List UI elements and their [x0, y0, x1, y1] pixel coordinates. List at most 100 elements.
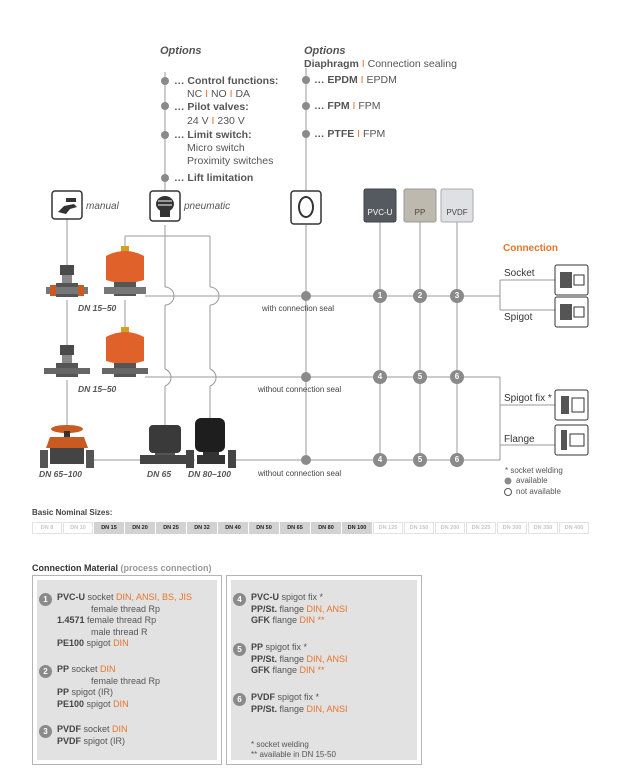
row3-num-5: 5 — [417, 455, 423, 464]
row1-seal-label: with connection seal — [262, 304, 335, 313]
size-cell: DN 225 — [466, 522, 496, 534]
size-cell: DN 15 — [94, 522, 124, 534]
material-line: PVDF spigot fix * — [251, 692, 320, 702]
pneumatic-valve-dn65-icon — [140, 425, 190, 464]
legend-note: * socket welding — [505, 466, 563, 475]
pneumatic-valve-dn80-100-icon — [186, 418, 236, 468]
manual-valve-row2-icon — [44, 345, 90, 377]
material-line: 1.4571 female thread Rp — [57, 615, 157, 626]
row1-dn-label: DN 15–50 — [78, 303, 117, 313]
pneumatic-actuator-icon — [149, 190, 181, 222]
material-pp-label: PP — [414, 208, 426, 217]
row3-num-6: 6 — [454, 455, 460, 464]
material-line: PVDF spigot (IR) — [57, 735, 126, 746]
option-fpm: … FPM I FPM — [314, 100, 381, 112]
material-line: male thread R — [91, 626, 148, 637]
material-group-number-left-2: 2 — [39, 665, 52, 678]
connection-socket-label: Socket — [504, 268, 535, 279]
option-limit-switch: … Limit switch: — [174, 129, 252, 141]
option-ptfe: … PTFE I FPM — [314, 128, 386, 140]
size-cell: DN 8 — [32, 522, 62, 534]
material-line: GFK flange DIN ** — [251, 615, 325, 626]
material-line: PP/St. flange DIN, ANSI — [251, 703, 348, 714]
material-line: PE100 spigot DIN — [57, 638, 129, 649]
spigot-fix-connection-icon — [554, 389, 589, 421]
material-line: GFK flange DIN ** — [251, 665, 325, 676]
pneumatic-label: pneumatic — [184, 201, 231, 212]
material-line: PP socket DIN — [57, 664, 116, 674]
option-control-functions: … Control functions: — [174, 75, 279, 87]
connection-spigot-fix-label: Spigot fix * — [504, 393, 552, 404]
size-cell: DN 50 — [249, 522, 279, 534]
material-line: female thread Rp — [91, 675, 161, 686]
size-cell: DN 40 — [218, 522, 248, 534]
material-line: PP spigot fix * — [251, 642, 308, 652]
legend-available-dot — [504, 477, 512, 485]
size-cell: DN 10 — [63, 522, 93, 534]
manual-valve-row3-icon — [40, 425, 94, 468]
material-group-number-left-3: 3 — [39, 725, 52, 738]
diaphragm-header: Diaphragm I Connection sealing — [304, 58, 457, 70]
size-cell: DN 400 — [559, 522, 589, 534]
row2-num-5: 5 — [417, 372, 423, 381]
option-pilot-valves-values: 24 V I 230 V — [187, 115, 245, 127]
size-cell: DN 25 — [156, 522, 186, 534]
selection-diagram — [40, 68, 589, 496]
row3-dn-mid-label: DN 65 — [147, 469, 172, 479]
material-group-number-left-1: 1 — [39, 593, 52, 606]
pneumatic-valve-row2-icon — [102, 327, 148, 377]
options-right-title: Options — [304, 45, 346, 57]
material-group-number-right-4: 4 — [233, 593, 246, 606]
connection-flange-label: Flange — [504, 434, 535, 445]
material-pvdf-label: PVDF — [446, 208, 468, 217]
material-pvcu-label: PVC-U — [367, 208, 393, 217]
material-note-2: ** available in DN 15-50 — [251, 750, 336, 759]
material-note-1: * socket welding — [251, 740, 309, 749]
manual-valve-row1-icon — [46, 265, 88, 297]
material-line: PP spigot (IR) — [57, 687, 114, 698]
sizes-title: Basic Nominal Sizes: — [32, 508, 113, 517]
size-cell: DN 125 — [373, 522, 403, 534]
option-lift-limitation: … Lift limitation — [174, 172, 254, 184]
row1-num-1: 1 — [377, 291, 383, 300]
size-cell: DN 80 — [311, 522, 341, 534]
option-control-functions-values: NC I NO I DA — [187, 88, 251, 100]
option-pilot-valves: … Pilot valves: — [174, 101, 249, 113]
row2-dn-label: DN 15–50 — [78, 384, 117, 394]
size-cell: DN 20 — [125, 522, 155, 534]
material-line: PVDF socket DIN — [57, 724, 128, 734]
connection-spigot-label: Spigot — [504, 312, 533, 323]
material-group-number-right-5: 5 — [233, 643, 246, 656]
size-cell: DN 350 — [528, 522, 558, 534]
material-box-pvcu-icon — [363, 188, 397, 223]
manual-label: manual — [86, 201, 119, 212]
material-group-number-right-6: 6 — [233, 693, 246, 706]
size-cell: DN 300 — [497, 522, 527, 534]
connection-material-title: Connection Material (process connection) — [32, 563, 212, 573]
legend-not-available-dot — [504, 488, 512, 496]
option-epdm: … EPDM I EPDM — [314, 74, 397, 86]
nominal-sizes-row: DN 8 DN 10 DN 15 DN 20 DN 25 DN 32 DN 40… — [32, 522, 590, 534]
row1-num-3: 3 — [454, 291, 460, 300]
option-limit-switch-proximity: Proximity switches — [187, 155, 274, 167]
size-cell: DN 200 — [435, 522, 465, 534]
row3-dn-right-label: DN 80–100 — [188, 469, 232, 479]
material-line: PP/St. flange DIN, ANSI — [251, 603, 348, 614]
row2-num-4: 4 — [377, 372, 383, 381]
material-panel-right: * socket welding ** available in DN 15-5… — [226, 575, 422, 765]
row3-seal-label: without connection seal — [258, 469, 342, 478]
row3-dn-left-label: DN 65–100 — [39, 469, 83, 479]
flange-connection-icon — [554, 424, 589, 456]
spigot-connection-icon — [554, 296, 589, 328]
row2-seal-label: without connection seal — [258, 385, 342, 394]
pneumatic-valve-row1-icon — [104, 246, 146, 296]
row1-num-2: 2 — [417, 291, 423, 300]
row2-num-6: 6 — [454, 372, 460, 381]
material-panel-right-inner: * socket welding ** available in DN 15-5… — [231, 580, 417, 760]
manual-hand-icon — [51, 190, 83, 220]
options-left-title: Options — [160, 45, 202, 57]
option-limit-switch-micro: Micro switch — [187, 142, 245, 154]
material-line: PE100 spigot DIN — [57, 698, 129, 709]
material-line: PVC-U spigot fix * — [251, 592, 324, 602]
